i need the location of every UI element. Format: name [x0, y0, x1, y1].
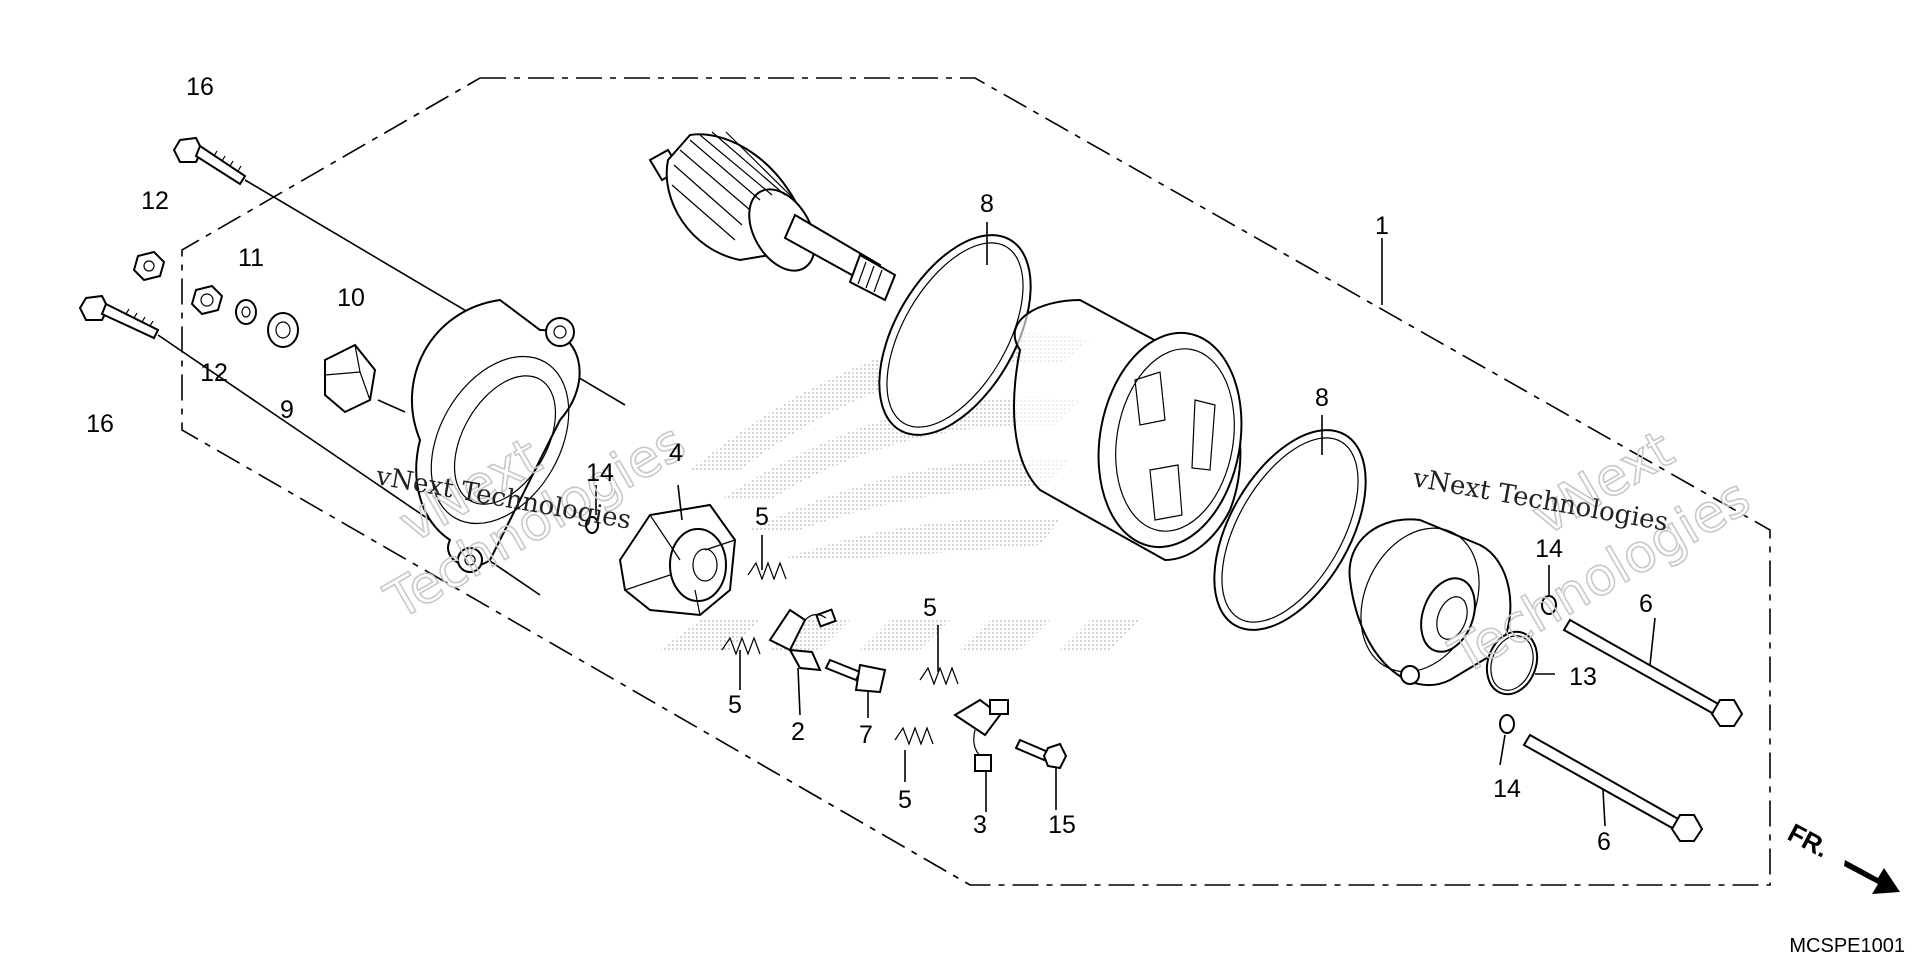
- callout-3: 3: [973, 811, 987, 839]
- rear-cover: [411, 298, 581, 573]
- bolt-6-upper: [1562, 618, 1744, 727]
- front-direction-indicator: FR.: [1783, 817, 1900, 894]
- bolt-16-upper: [172, 136, 247, 186]
- terminal-bolt-7: [824, 658, 887, 694]
- terminal-10: [324, 343, 377, 414]
- callout-16-a: 16: [186, 73, 214, 101]
- diagram-code: MCSPE1001: [1789, 935, 1905, 957]
- callout-5-d: 5: [898, 786, 912, 814]
- insulator-9: [267, 312, 299, 348]
- leader-lines: [595, 222, 1656, 827]
- callout-16-b: 16: [86, 410, 114, 438]
- washer-14-lower-right: [1499, 714, 1515, 734]
- callout-11: 11: [238, 244, 264, 272]
- washer-14-left: [585, 516, 599, 534]
- o-ring-8-right: [1213, 429, 1367, 631]
- callout-10: 10: [337, 284, 365, 312]
- brush-2: [768, 608, 837, 672]
- callout-12-a: 12: [141, 187, 169, 215]
- spring-5-b: [721, 636, 761, 656]
- nut-12-upper: [132, 250, 166, 282]
- callout-9: 9: [280, 396, 294, 424]
- callout-6-b: 6: [1597, 828, 1611, 856]
- motor-yoke: [1013, 298, 1243, 562]
- bolt-16-lower: [78, 294, 160, 340]
- callout-labels: 1 2 3 4 5 5 5 5 6 6 7 8 8 9 10 11 12 12 …: [86, 73, 1653, 856]
- washer-11: [235, 299, 257, 325]
- bolt-6-lower: [1522, 733, 1704, 842]
- callout-1: 1: [1375, 212, 1389, 240]
- callout-14-c: 14: [1493, 775, 1521, 803]
- callout-15: 15: [1048, 811, 1076, 839]
- front-cover: [1348, 518, 1512, 686]
- callout-8-a: 8: [980, 190, 994, 218]
- callout-13: 13: [1569, 663, 1597, 691]
- callout-5-a: 5: [755, 503, 769, 531]
- spring-5-d: [894, 726, 934, 746]
- callout-8-b: 8: [1315, 384, 1329, 412]
- front-direction-arrow-icon: [1844, 860, 1900, 894]
- o-ring-8-left: [878, 234, 1032, 436]
- assembly-boundary: [181, 77, 1771, 886]
- brush-holder-4: [618, 503, 737, 617]
- spring-5-a: [747, 561, 787, 581]
- callout-7: 7: [859, 721, 873, 749]
- callout-5-c: 5: [923, 594, 937, 622]
- spring-5-c: [919, 666, 959, 686]
- callout-2: 2: [791, 718, 805, 746]
- callout-6-a: 6: [1639, 590, 1653, 618]
- bolt-15: [1014, 738, 1068, 770]
- o-ring-13: [1485, 630, 1539, 696]
- callout-12-b: 12: [200, 359, 228, 387]
- armature: [648, 131, 897, 302]
- front-direction-label: FR.: [1783, 817, 1834, 863]
- callout-14-b: 14: [1535, 535, 1563, 563]
- callout-14-a: 14: [586, 459, 614, 487]
- callout-4: 4: [669, 439, 683, 467]
- brush-3: [953, 698, 1009, 772]
- nut-12-lower: [190, 284, 224, 316]
- callout-5-b: 5: [728, 691, 742, 719]
- brand-wing-watermark: [660, 332, 1140, 650]
